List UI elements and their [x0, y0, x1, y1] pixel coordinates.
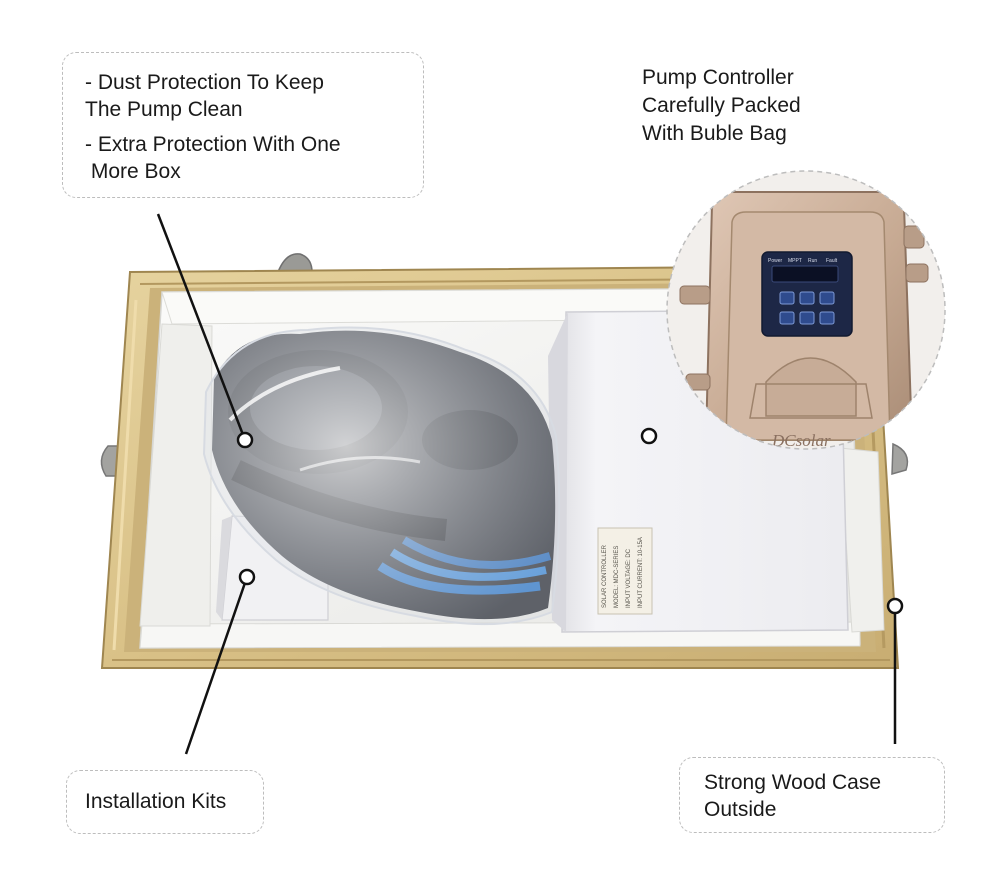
pointer-line-installation: [184, 576, 249, 755]
pointer-dots: [236, 427, 904, 615]
controller-brand-logo: DCsolar: [771, 431, 831, 450]
pointer-line-dust: [156, 213, 247, 441]
dust-callout-line-3: - Extra Protection With One: [85, 133, 341, 156]
box-label-line-3: INPUT VOLTAGE: DC: [626, 548, 632, 608]
display-label-run: Run: [808, 258, 817, 264]
wood-callout-line-2: Outside: [704, 798, 777, 821]
installation-kits-callout: Installation Kits: [66, 770, 264, 834]
controller-callout: Pump Controller Carefully Packed With Bu…: [642, 64, 882, 148]
dot-installation-kit: [238, 568, 256, 586]
dot-wood-case: [886, 597, 904, 615]
wood-callout-line-1: Strong Wood Case: [704, 771, 882, 794]
dust-protection-callout: - Dust Protection To Keep The Pump Clean…: [62, 52, 424, 198]
controller-callout-line-2: Carefully Packed: [642, 94, 801, 117]
dot-controller-box: [640, 427, 658, 445]
pointer-lines: [156, 213, 897, 755]
dust-callout-line-1: - Dust Protection To Keep: [85, 71, 324, 94]
dot-bag: [236, 431, 254, 449]
wood-case-callout: Strong Wood Case Outside: [679, 757, 945, 833]
box-label-line-1: SOLAR CONTROLLER: [602, 544, 608, 608]
controller-callout-line-1: Pump Controller: [642, 66, 794, 89]
controller-callout-line-3: With Buble Bag: [642, 122, 787, 145]
controller-zoom: Power MPPT Run Fault DCsolar: [666, 170, 946, 450]
display-label-fault: Fault: [826, 258, 838, 264]
installation-kits-label: Installation Kits: [85, 790, 227, 813]
display-label-mppt: MPPT: [788, 258, 802, 264]
display-label-power: Power: [768, 258, 783, 264]
pump-in-plastic-bag: [202, 326, 561, 626]
controller-unit: Power MPPT Run Fault DCsolar: [679, 191, 929, 450]
box-label-line-2: MODEL: MDC-SERIES: [614, 546, 620, 608]
dust-callout-line-2: The Pump Clean: [85, 98, 243, 121]
dust-callout-line-4: More Box: [85, 160, 181, 183]
box-label-line-4: INPUT CURRENT: 10-15A: [638, 537, 644, 608]
